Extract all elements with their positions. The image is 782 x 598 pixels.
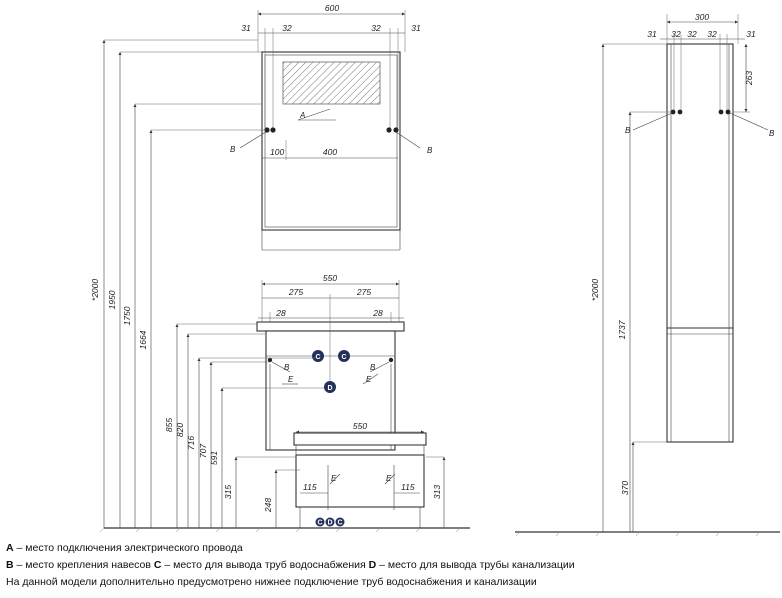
svg-text:*2000: *2000 xyxy=(90,279,100,301)
svg-text:B: B xyxy=(370,363,376,372)
hinge-points-mirror: B B xyxy=(230,127,433,155)
svg-text:B: B xyxy=(427,146,433,155)
svg-text:1664: 1664 xyxy=(138,330,148,349)
bottom-connection-markers: C D C xyxy=(315,517,345,527)
marker-C-left: C xyxy=(312,350,324,362)
svg-text:248: 248 xyxy=(263,498,273,513)
svg-text:B: B xyxy=(769,129,775,138)
electrical-connection-area xyxy=(282,61,381,105)
svg-text:100: 100 xyxy=(270,147,284,157)
dim-sink-width: 550 xyxy=(296,421,424,434)
svg-text:32: 32 xyxy=(282,23,292,33)
svg-text:E: E xyxy=(288,375,294,384)
svg-text:275: 275 xyxy=(288,287,303,297)
side-height-dimensions: *2000 1737 370 xyxy=(590,43,672,532)
svg-text:28: 28 xyxy=(275,308,286,318)
svg-text:115: 115 xyxy=(303,482,317,492)
svg-text:31: 31 xyxy=(411,23,421,33)
svg-text:1750: 1750 xyxy=(122,306,132,325)
svg-text:D: D xyxy=(327,385,332,392)
dim-hinge-span: 100 400 xyxy=(262,140,398,160)
svg-text:550: 550 xyxy=(353,421,367,431)
floor-hatch-front xyxy=(99,527,461,533)
svg-text:E: E xyxy=(331,474,337,483)
legend-row-a: A – место подключения электрического про… xyxy=(6,542,243,554)
tall-cabinet-side xyxy=(666,43,734,443)
svg-text:C: C xyxy=(315,354,320,361)
svg-text:31: 31 xyxy=(241,23,251,33)
dim-cabinet-width: 550 275 275 xyxy=(261,273,400,385)
svg-text:E: E xyxy=(386,474,392,483)
svg-text:B: B xyxy=(625,126,631,135)
svg-text:275: 275 xyxy=(356,287,371,297)
dim-side-263: 263 xyxy=(733,44,754,113)
svg-text:C: C xyxy=(341,354,346,361)
sink-lower-front xyxy=(293,432,427,528)
floor-hatch-side xyxy=(515,531,761,537)
svg-text:263: 263 xyxy=(744,71,754,86)
svg-text:32: 32 xyxy=(687,29,697,39)
dim-side-hinge-offsets: 31 32 32 32 31 xyxy=(647,29,756,112)
svg-text:115: 115 xyxy=(401,482,415,492)
svg-text:32: 32 xyxy=(671,29,681,39)
svg-text:31: 31 xyxy=(746,29,756,39)
svg-text:E: E xyxy=(366,375,372,384)
legend-row-bcd: B – место крепления навесов C – место дл… xyxy=(6,559,575,571)
mirror-cabinet-front xyxy=(261,51,401,251)
marker-A-leader: A xyxy=(297,108,336,121)
marker-D: D xyxy=(324,381,336,393)
svg-text:B: B xyxy=(230,145,236,154)
front-height-dimensions: *2000 1950 1750 1664 855 820 716 707 591 xyxy=(90,39,446,528)
svg-text:32: 32 xyxy=(371,23,381,33)
dim-pipe-offsets: 115 115 E E xyxy=(300,473,420,494)
svg-text:1950: 1950 xyxy=(107,290,117,309)
svg-text:313: 313 xyxy=(432,485,442,499)
svg-text:591: 591 xyxy=(209,451,219,465)
svg-text:31: 31 xyxy=(647,29,657,39)
svg-text:707: 707 xyxy=(198,444,208,458)
svg-text:C: C xyxy=(337,520,342,527)
svg-text:400: 400 xyxy=(323,147,337,157)
svg-text:855: 855 xyxy=(164,418,174,432)
svg-text:315: 315 xyxy=(223,485,233,499)
svg-text:A: A xyxy=(299,111,305,120)
svg-text:32: 32 xyxy=(707,29,717,39)
svg-text:1737: 1737 xyxy=(617,320,627,339)
vanity-hinge-labels: B B E E xyxy=(267,357,394,385)
svg-text:B: B xyxy=(284,363,290,372)
dim-hinge-offsets-front: 31 32 32 31 xyxy=(241,23,421,128)
svg-text:28: 28 xyxy=(372,308,383,318)
legend: A – место подключения электрического про… xyxy=(6,540,776,591)
svg-text:D: D xyxy=(327,520,332,527)
svg-text:370: 370 xyxy=(620,481,630,495)
svg-text:C: C xyxy=(317,520,322,527)
side-hinge-points: B B xyxy=(625,109,775,138)
svg-text:716: 716 xyxy=(186,436,196,450)
svg-text:550: 550 xyxy=(323,273,337,283)
svg-text:*2000: *2000 xyxy=(590,279,600,301)
marker-C-right: C xyxy=(338,350,350,362)
svg-text:820: 820 xyxy=(175,423,185,437)
dim-mirror-width: 600 xyxy=(257,3,406,52)
svg-text:300: 300 xyxy=(695,12,709,22)
dim-600-label: 600 xyxy=(325,3,339,13)
legend-note: На данной модели дополнительно предусмот… xyxy=(6,576,537,588)
dim-cabinet-insets: 28 28 xyxy=(258,308,404,322)
